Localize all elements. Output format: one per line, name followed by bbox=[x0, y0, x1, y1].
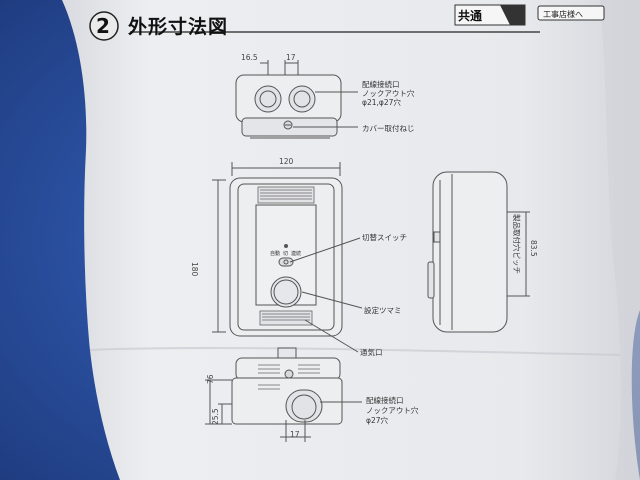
switch-label-continuous: 連続 bbox=[291, 251, 302, 257]
bottom-dim-offset: 25.5 bbox=[211, 408, 220, 425]
paper-edge bbox=[600, 0, 640, 480]
top-view bbox=[235, 60, 358, 139]
vendor-badge: 工事店様へ bbox=[543, 10, 583, 19]
top-callout-wiring-1: 配線接続口 bbox=[362, 80, 400, 89]
bottom-callout-wiring-1: 配線接続口 bbox=[366, 396, 404, 405]
common-badge: 共通 bbox=[458, 9, 483, 23]
side-dim-pitch: 83.5 bbox=[529, 240, 538, 257]
callout-knob: 設定ツマミ bbox=[364, 306, 402, 315]
page-title: 外形寸法図 bbox=[128, 16, 229, 38]
top-callout-wiring-3: φ21,φ27穴 bbox=[362, 98, 401, 107]
section-number: 2 bbox=[96, 14, 110, 38]
paper-sheet bbox=[62, 0, 640, 480]
paper-fold bbox=[89, 346, 621, 356]
top-dim-left: 16.5 bbox=[241, 53, 258, 62]
vendor-badge-box bbox=[537, 5, 605, 21]
top-callout-wiring-2: ノックアウト穴 bbox=[362, 89, 415, 98]
bottom-callout-wiring-2: ノックアウト穴 bbox=[366, 406, 419, 415]
callout-switch: 切替スイッチ bbox=[362, 233, 407, 242]
bottom-view bbox=[205, 347, 362, 442]
side-callout-pitch: 製品取付穴ピッチ bbox=[512, 214, 521, 274]
bottom-dim-height: 76 bbox=[206, 374, 215, 384]
front-dim-width: 120 bbox=[279, 157, 294, 166]
top-dim-right: 17 bbox=[286, 53, 296, 62]
front-view bbox=[212, 162, 363, 353]
top-callout-screw: カバー取付ねじ bbox=[362, 124, 415, 133]
callout-vent: 通気口 bbox=[360, 348, 383, 357]
switch-label-off: 切 bbox=[283, 251, 289, 257]
side-view bbox=[427, 171, 530, 333]
switch-label-auto: 自動 bbox=[270, 251, 281, 257]
bottom-dim-width: 17 bbox=[290, 430, 300, 439]
front-dim-height: 180 bbox=[190, 262, 199, 277]
section-number-circle bbox=[89, 11, 119, 41]
bottom-callout-wiring-3: φ27穴 bbox=[366, 416, 388, 425]
